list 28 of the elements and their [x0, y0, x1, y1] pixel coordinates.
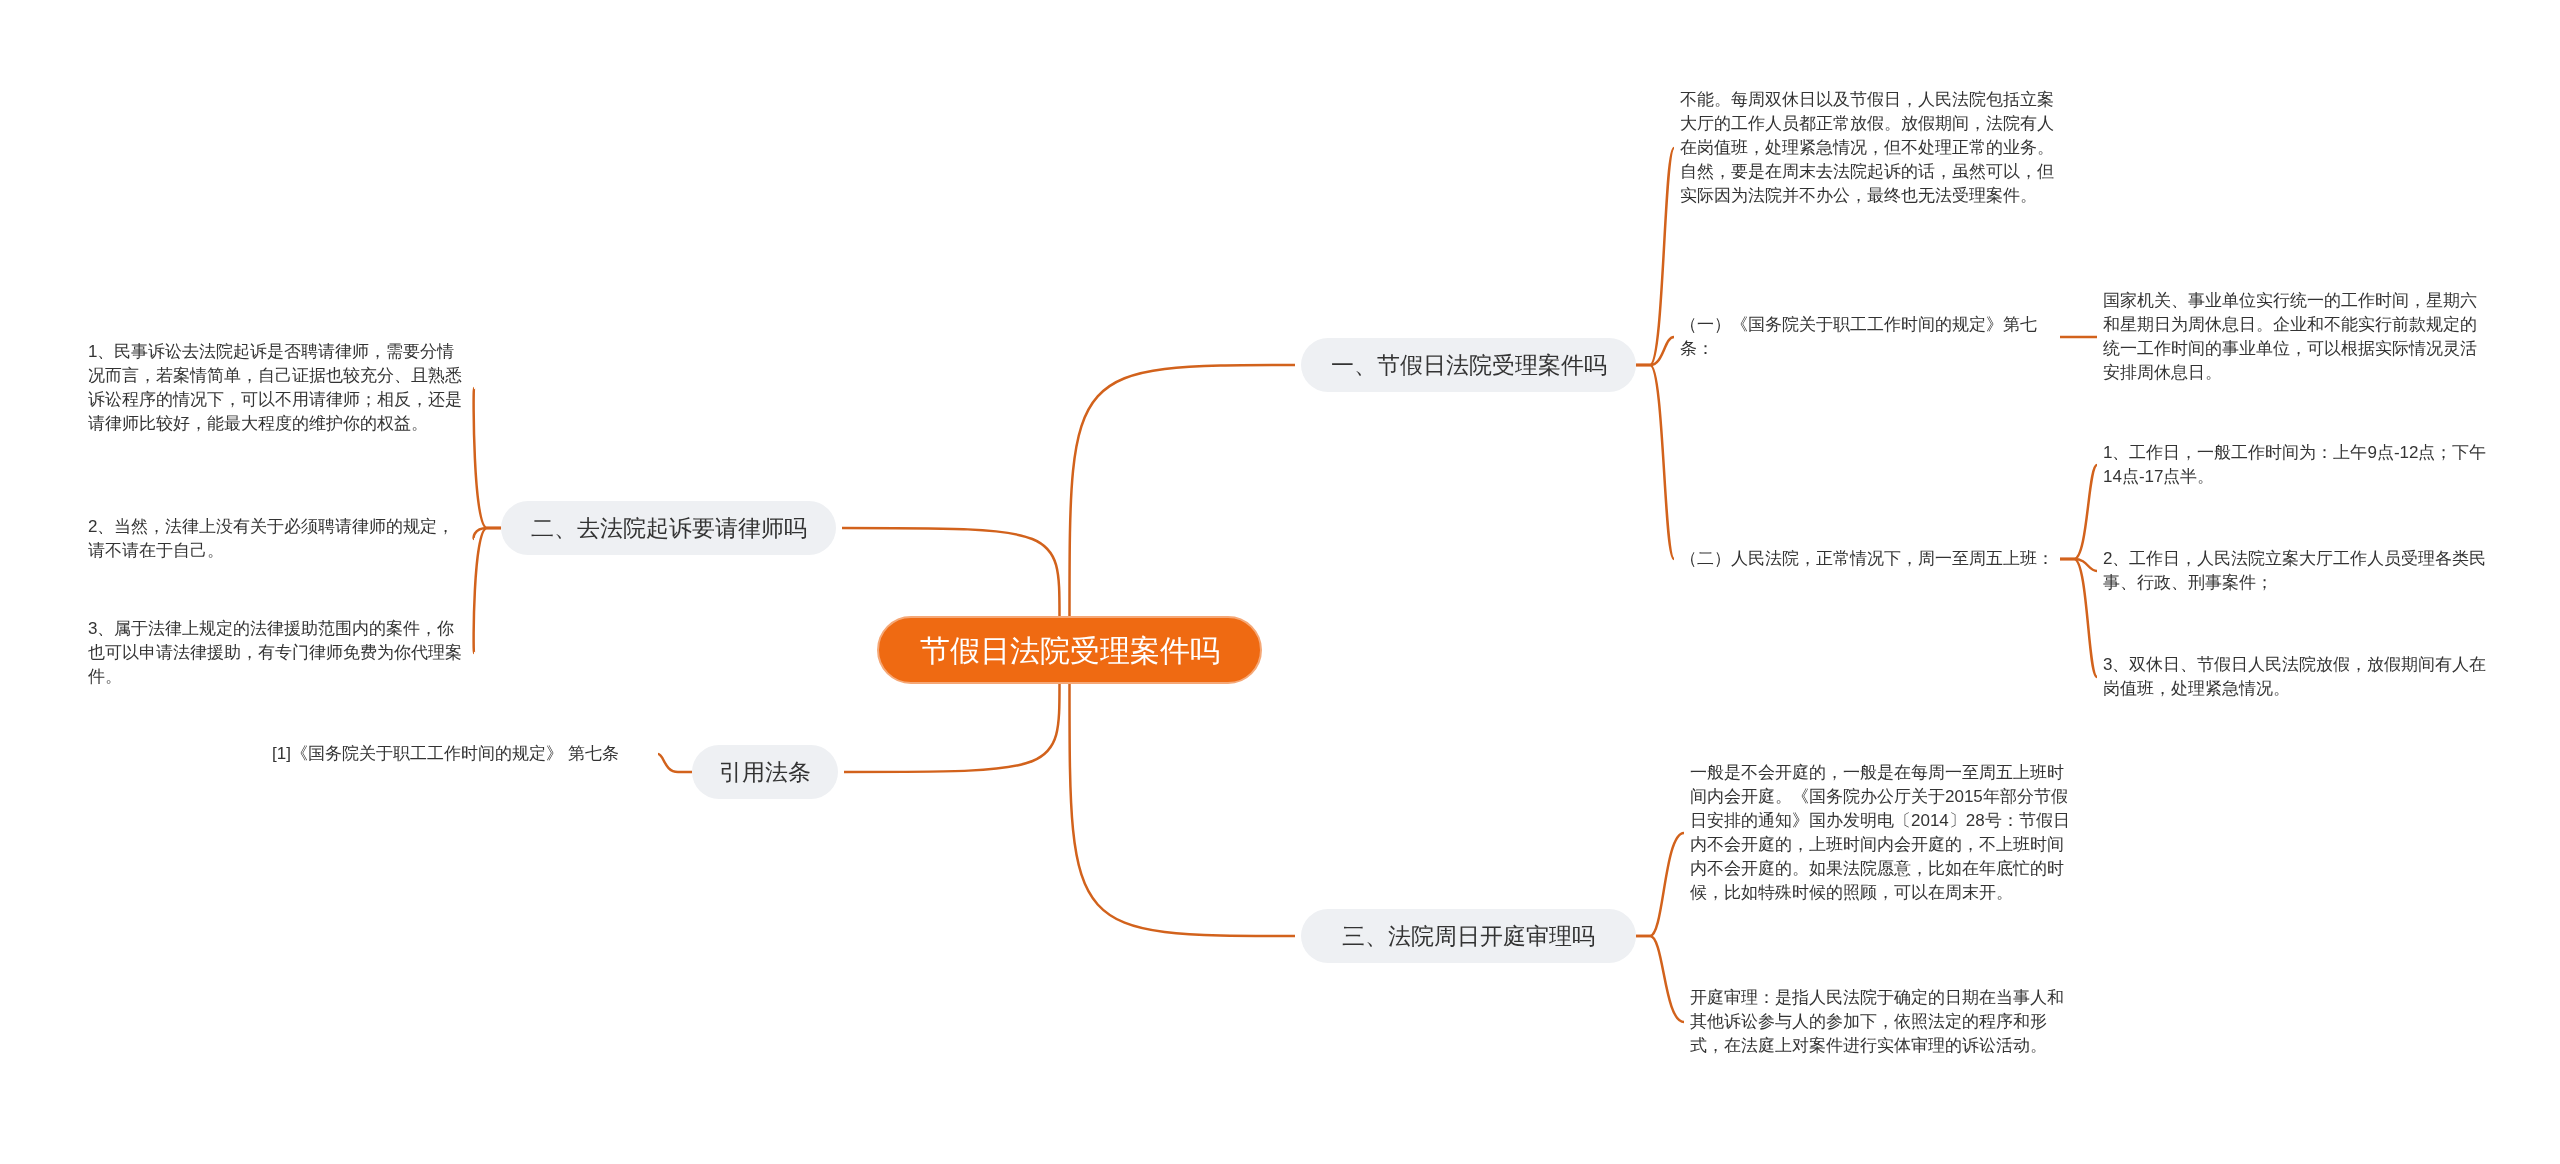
connector-line — [844, 684, 1061, 774]
connector-line — [1068, 363, 1295, 616]
branch-topic: 三、法院周日开庭审理吗 — [1301, 909, 1636, 963]
connector-line — [1636, 934, 1685, 1024]
connector-line — [472, 526, 501, 654]
connector-line — [1068, 684, 1295, 938]
note-text: [1]《国务院关于职工工作时间的规定》 第七条 — [272, 742, 652, 766]
note-text: 3、属于法律上规定的法律援助范围内的案件，你也可以申请法律援助，有专门律师免费为你代理案件。 — [88, 617, 468, 689]
connector-line — [2060, 335, 2097, 339]
root-topic: 节假日法院受理案件吗 — [877, 616, 1262, 684]
note-text: 开庭审理：是指人民法院于确定的日期在当事人和其他诉讼参与人的参加下，依照法定的程序和形式，在法庭上对案件进行实体审理的诉讼活动。 — [1690, 986, 2080, 1058]
note-text: 3、双休日、节假日人民法院放假，放假期间有人在岗值班，处理紧急情况。 — [2103, 653, 2488, 701]
connector-line — [2060, 557, 2098, 678]
note-text: （一）《国务院关于职工工作时间的规定》第七条： — [1680, 313, 2060, 361]
connector-line — [1636, 363, 1676, 560]
branch-topic: 二、去法院起诉要请律师吗 — [501, 501, 836, 555]
branch-topic: 一、节假日法院受理案件吗 — [1301, 338, 1636, 392]
note-text: 2、当然，法律上没有关于必须聘请律师的规定，请不请在于自己。 — [88, 515, 468, 563]
note-text: 1、工作日，一般工作时间为：上午9点-12点；下午14点-17点半。 — [2103, 441, 2488, 489]
connector-line — [657, 752, 692, 774]
note-text: 1、民事诉讼去法院起诉是否聘请律师，需要分情况而言，若案情简单，自己证据也较充分、且熟悉诉讼程序的情况下，可以不用请律师；相反，还是请律师比较好，能最大程度的维护你的权益。 — [88, 340, 468, 436]
branch-topic: 引用法条 — [692, 745, 838, 799]
note-text: （二）人民法院，正常情况下，周一至周五上班： — [1680, 547, 2060, 571]
connector-line — [842, 526, 1061, 616]
note-text: 一般是不会开庭的，一般是在每周一至周五上班时间内会开庭。《国务院办公厅关于2015年部分节假日安排的通知》国办发明电〔2014〕28号：节假日内不会开庭的，上班时间内会开庭的，不上班时间内不会开庭的。如果法院愿意，比如在年底忙的时候，比如特殊时候的照顾，可以在周末开。 — [1690, 761, 2080, 905]
note-text: 2、工作日，人民法院立案大厅工作人员受理各类民事、行政、刑事案件； — [2103, 547, 2488, 595]
note-text: 不能。每周双休日以及节假日，人民法院包括立案大厅的工作人员都正常放假。放假期间，法院有人在岗值班，处理紧急情况，但不处理正常的业务。自然，要是在周末去法院起诉的话，虽然可以，但实际因为法院并不办公，最终也无法受理案件。 — [1680, 88, 2060, 208]
note-text: 国家机关、事业单位实行统一的工作时间，星期六和星期日为周休息日。企业和不能实行前款规定的统一工作时间的事业单位，可以根据实际情况灵活安排周休息日。 — [2103, 289, 2488, 385]
